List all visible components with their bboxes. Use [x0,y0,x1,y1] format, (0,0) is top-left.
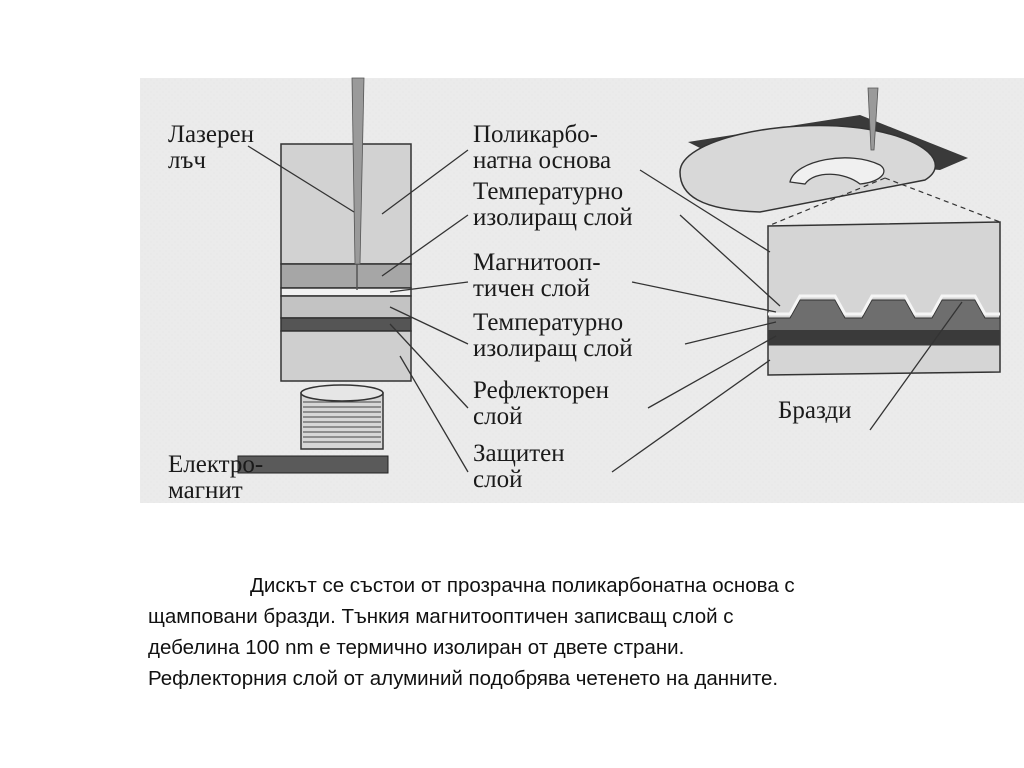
enlarged-section [767,221,1001,376]
caption-line-2: щамповани бразди. Тънкия магнитооптичен … [148,605,734,628]
caption-line-3: дебелина 100 nm е термично изолиран от д… [148,636,685,659]
svg-text:Рефлекторен: Рефлекторен [473,377,609,404]
svg-text:Електро-: Електро- [168,451,263,478]
caption-line-1: Дискът се състои от прозрачна поликарбон… [250,574,795,597]
label-insulator-top-line2: изолиращ слой [473,204,633,231]
svg-text:изолиращ слой: изолиращ слой [473,204,633,231]
label-reflective-line1: Рефлекторен [473,377,609,404]
layer-stack [280,143,412,382]
projection-lines [767,177,1001,227]
svg-text:слой: слой [473,466,522,493]
label-insulator-top-line1: Температурно [473,178,623,205]
disc-illustration [679,87,968,213]
insulating-layer-top [280,263,412,289]
laser-beam [351,77,365,265]
label-insulator-bottom-line1: Температурно [473,309,623,336]
label-reflective-line2: слой [473,403,522,430]
label-mo-layer-line2: тичен слой [473,275,590,302]
svg-text:слой: слой [473,403,522,430]
polycarbonate-substrate-layer [280,143,412,265]
pointer-laser [247,145,355,213]
label-insulator-bottom-line2: изолиращ слой [473,335,633,362]
label-substrate-line2: натна основа [473,147,611,174]
label-laser-line2: лъч [168,147,206,174]
svg-text:Поликарбо-: Поликарбо- [473,121,598,148]
protective-layer [280,330,412,382]
label-electromagnet-line1: Електро- [168,451,263,478]
svg-text:изолиращ слой: изолиращ слой [473,335,633,362]
label-grooves: Бразди [778,397,851,424]
caption: Дискът се състои от прозрачна поликарбон… [148,570,968,694]
svg-text:магнит: магнит [168,477,243,504]
electromagnet [237,384,389,474]
svg-text:Магнитооп-: Магнитооп- [473,249,601,276]
svg-text:Лазерен: Лазерен [168,121,254,148]
svg-text:Температурно: Температурно [473,309,623,336]
label-laser-line1: Лазерен [168,121,254,148]
svg-text:Защитен: Защитен [473,440,565,467]
pointers-right [611,169,963,473]
label-protective-line2: слой [473,466,522,493]
label-mo-layer-line1: Магнитооп- [473,249,601,276]
svg-text:лъч: лъч [168,147,206,174]
svg-text:натна основа: натна основа [473,147,611,174]
label-electromagnet-line2: магнит [168,477,243,504]
reflective-layer [280,317,412,332]
svg-text:Бразди: Бразди [778,397,851,424]
svg-text:тичен слой: тичен слой [473,275,590,302]
pointers-left [381,149,469,473]
svg-text:Температурно: Температурно [473,178,623,205]
caption-line-4: Рефлекторния слой от алуминий подобрява … [148,667,779,690]
label-substrate-line1: Поликарбо- [473,121,598,148]
label-protective-line1: Защитен [473,440,565,467]
